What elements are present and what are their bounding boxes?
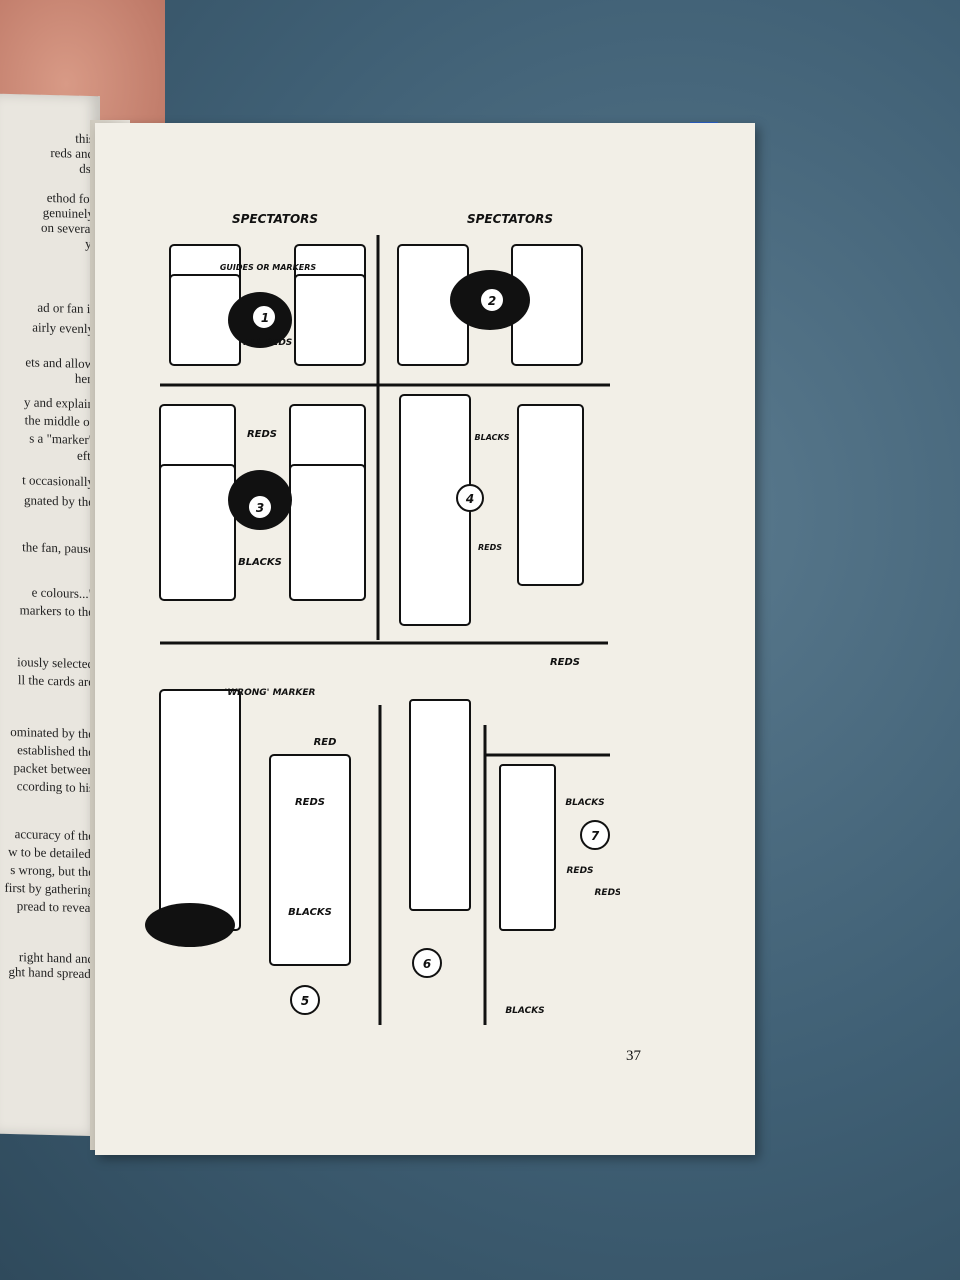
page-number: 37 — [626, 1048, 641, 1064]
left-page-text-line: the fan, pause — [22, 539, 94, 557]
left-page-text-line: s a "marker" — [29, 430, 94, 448]
left-page-text-line: s wrong, but the — [10, 861, 94, 880]
panel-number-5: 5 — [301, 994, 309, 1008]
left-page-text-line: pread to reveal — [16, 898, 94, 916]
panel-number-4: 4 — [465, 492, 474, 506]
left-page-text-line: e colours..." — [31, 584, 94, 602]
guides-label: GUIDES OR MARKERS — [220, 263, 317, 272]
reds-label-5: REDS — [295, 797, 325, 808]
left-page-text-line: ght hand spread. — [8, 963, 94, 982]
blacks-label-3: BLACKS — [238, 557, 282, 568]
left-page-text-line: reds and — [50, 145, 94, 162]
panel-number-6: 6 — [423, 957, 431, 971]
left-page-text-line: w to be detailed. — [8, 843, 94, 862]
left-page-text-line: ad or fan it — [37, 299, 94, 317]
reds-label-7a: REDS — [550, 657, 580, 668]
reds-label-3: REDS — [247, 429, 277, 440]
left-page-text-line: on several — [40, 219, 94, 237]
left-page-text-line: established the — [17, 742, 94, 760]
left-page-text-line: y and explain — [23, 394, 94, 412]
left-page-text-line: the middle of — [24, 412, 94, 430]
panel-number-1: 1 — [261, 311, 269, 325]
left-page-text-line: markers to the — [19, 602, 94, 620]
left-page-text-line: t occasionally — [22, 472, 94, 490]
panel-number-7: 7 — [591, 829, 600, 843]
left-page-text-line: ets and allow — [25, 354, 94, 372]
spectators-label-left: SPECTATORS — [232, 212, 318, 226]
reds-label-4: REDS — [478, 543, 502, 552]
left-page-text-line: gnated by the — [23, 492, 94, 510]
panel-number-2: 2 — [488, 294, 496, 308]
left-page-text-line: iously selected — [17, 654, 94, 672]
wrong-marker-label: 'WRONG' MARKER — [225, 688, 316, 698]
blacks-label-7: BLACKS — [565, 798, 604, 808]
left-page-text-line: ll the cards are — [17, 672, 94, 690]
blacks-label-5: BLACKS — [288, 907, 332, 918]
blacks-label-7b: BLACKS — [505, 1006, 544, 1016]
panel-number-3: 3 — [256, 501, 264, 515]
red-marker-label: RED — [314, 737, 337, 748]
reds-label-7b: REDS — [566, 866, 593, 876]
reds-label-7c: REDS — [594, 888, 620, 898]
left-page-text-line: airly evenly — [32, 319, 94, 337]
left-page-text-line: first by gathering — [4, 879, 94, 898]
left-page-text-line: packet between — [13, 760, 94, 778]
all-reds-label: ALL REDS — [243, 338, 293, 348]
blacks-label-4: BLACKS — [475, 433, 510, 442]
left-page-text-line: ominated by the — [10, 723, 94, 742]
left-page-text-line: accuracy of the — [14, 826, 94, 844]
card-trick-illustration: 1 2 3 4 5 6 7 SPECTATORS SPECTATORS GUID… — [145, 212, 620, 1025]
left-page-text-line: ccording to his — [16, 778, 94, 796]
spectators-label-right: SPECTATORS — [467, 212, 553, 226]
